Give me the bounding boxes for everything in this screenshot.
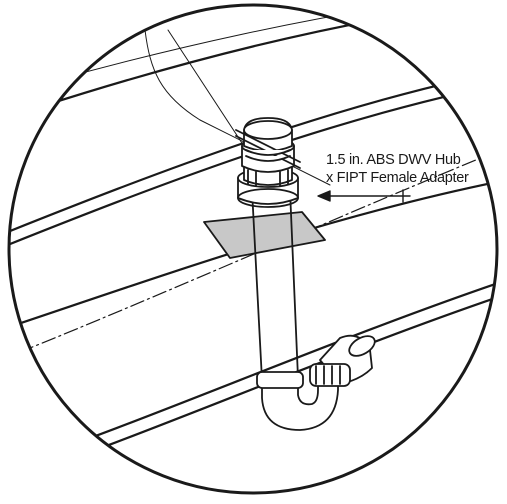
floor-flange: [203, 211, 326, 259]
callout-leader: [317, 189, 411, 203]
p-trap: [256, 334, 376, 431]
drain-stopper: [235, 117, 301, 173]
callout-line-2: x FIPT Female Adapter: [326, 170, 469, 186]
callout-line-1: 1.5 in. ABS DWV Hub: [326, 152, 461, 168]
callout-label: 1.5 in. ABS DWV Hub x FIPT Female Adapte…: [326, 151, 469, 187]
tailpiece-pipe: [251, 189, 299, 381]
centerline: [19, 149, 497, 353]
detail-circle: [7, 3, 499, 495]
